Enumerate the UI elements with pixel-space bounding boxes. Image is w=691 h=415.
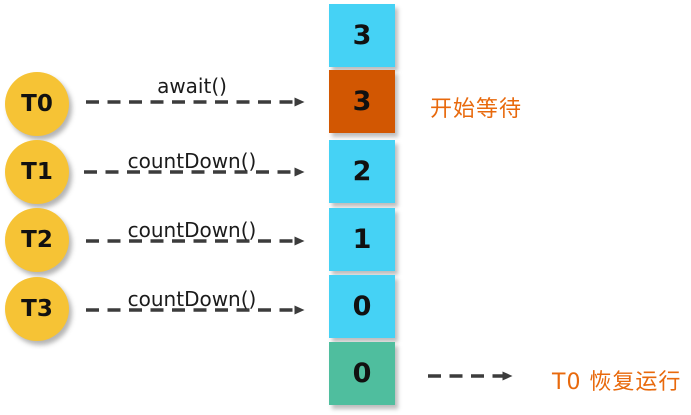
latch-count: 2	[352, 156, 372, 187]
thread-circle-t3: T3	[5, 277, 69, 341]
latch-box-count-2: 2	[329, 140, 395, 203]
latch-box-released: 0	[329, 342, 395, 405]
annotation-resume-running: T0 恢复运行	[552, 370, 682, 395]
thread-label: T1	[21, 159, 53, 185]
thread-label: T3	[21, 296, 53, 322]
latch-box-count-0: 0	[329, 275, 395, 338]
latch-box-initial: 3	[329, 4, 395, 67]
annotation-start-waiting: 开始等待	[430, 97, 523, 122]
latch-count: 0	[352, 358, 372, 389]
latch-box-waiting: 3	[329, 70, 395, 133]
thread-circle-t2: T2	[5, 208, 69, 272]
latch-count: 3	[352, 86, 372, 117]
latch-box-count-1: 1	[329, 208, 395, 271]
method-label-countdown-t2: countDown()	[127, 218, 257, 242]
thread-label: T0	[21, 91, 53, 117]
latch-count: 0	[352, 291, 372, 322]
method-label-countdown-t1: countDown()	[127, 149, 257, 173]
method-label-await: await()	[157, 74, 227, 98]
thread-circle-t0: T0	[5, 72, 69, 136]
latch-count: 3	[352, 20, 372, 51]
thread-label: T2	[21, 227, 53, 253]
method-label-countdown-t3: countDown()	[127, 287, 257, 311]
latch-count: 1	[352, 224, 372, 255]
thread-circle-t1: T1	[5, 140, 69, 204]
